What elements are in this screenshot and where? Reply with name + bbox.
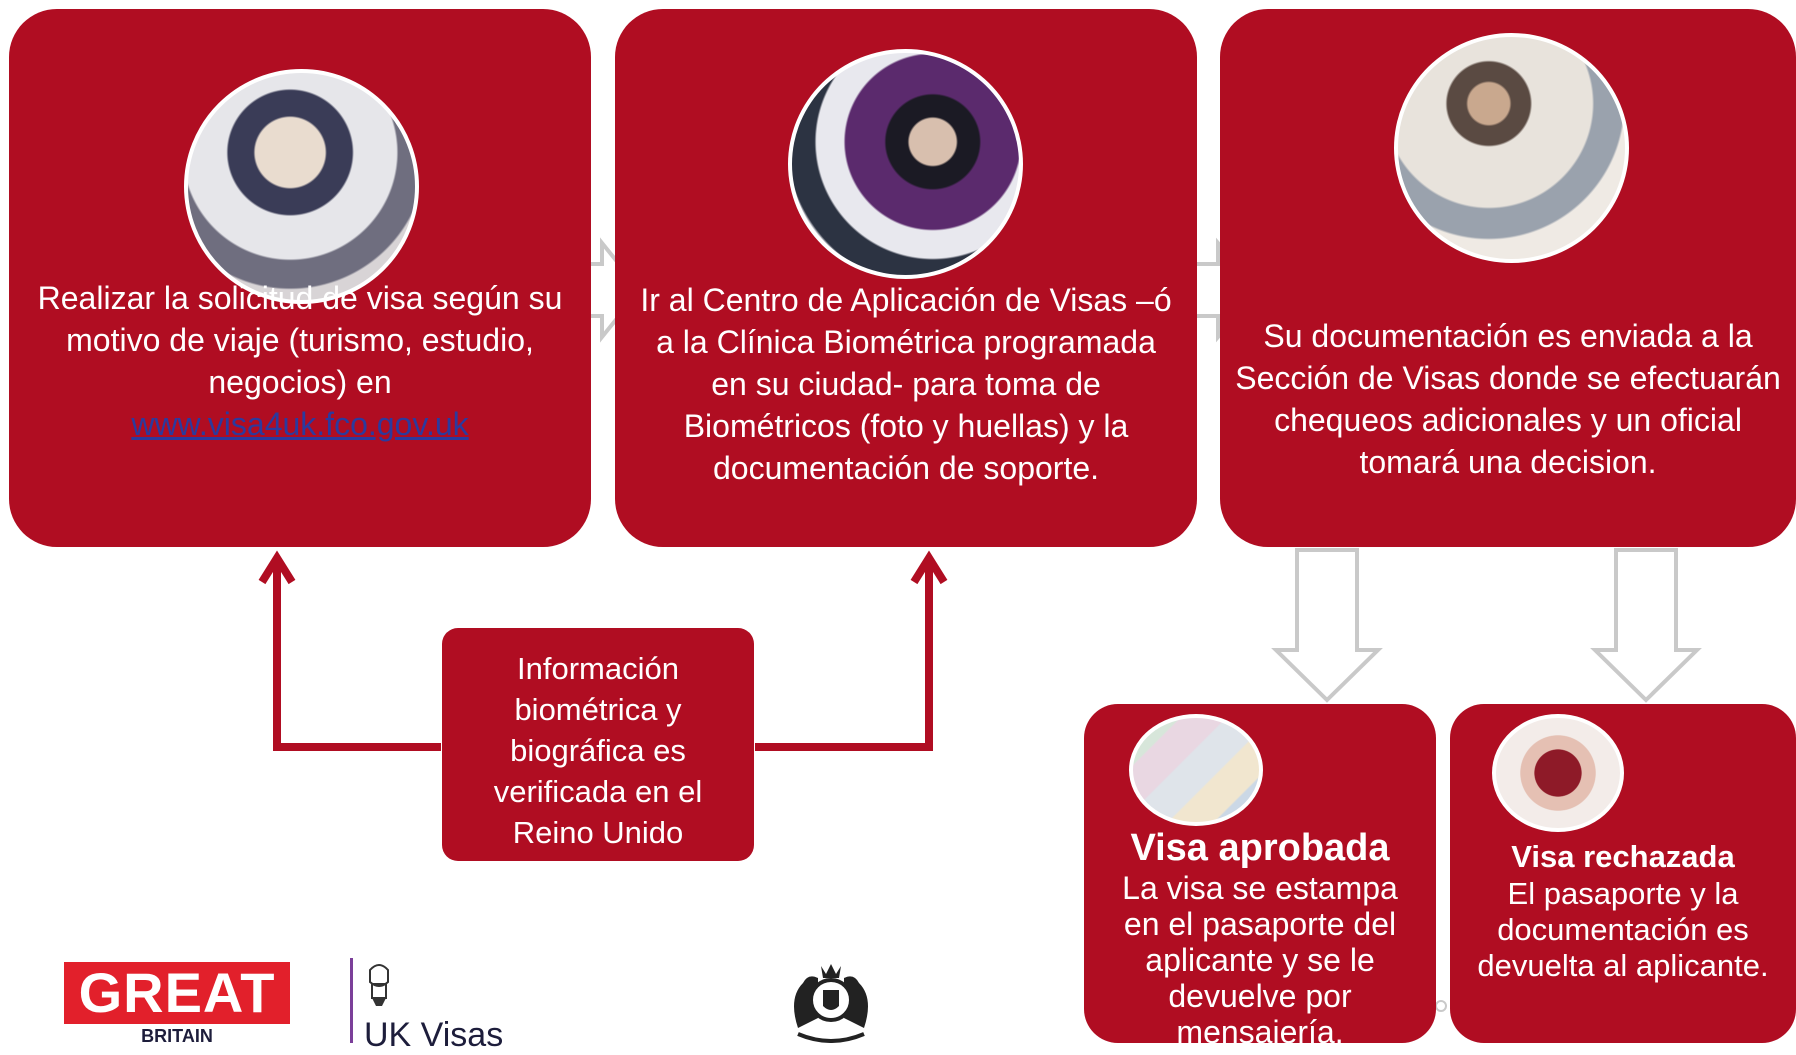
- ukvisas-crest-icon: [364, 960, 394, 1008]
- great-logo-sub: BRITAIN: [141, 1026, 213, 1046]
- connector-left-head: [258, 550, 296, 585]
- great-logo: GREAT: [64, 962, 290, 1024]
- verification-box: Información biométrica y biográfica es v…: [442, 628, 754, 861]
- step-2-box: Ir al Centro de Aplicación de Visas –ó a…: [615, 9, 1197, 547]
- approved-text: Visa aprobada La visa se estampa en el p…: [1084, 826, 1436, 1050]
- rejected-title: Visa rechazada: [1511, 839, 1735, 874]
- rejected-box: Visa rechazada El pasaporte y la documen…: [1450, 704, 1796, 1043]
- outcome-divider-dot: [1435, 1000, 1447, 1012]
- visa-sticker-photo: [1129, 714, 1263, 826]
- approved-box: Visa aprobada La visa se estampa en el p…: [1084, 704, 1436, 1050]
- step-1-text: Realizar la solicitud de visa según su m…: [9, 277, 591, 445]
- connector-right-head: [910, 550, 948, 585]
- connector-left: [273, 558, 441, 751]
- returned-passport-photo: [1492, 714, 1624, 832]
- verification-text: Información biométrica y biográfica es v…: [493, 651, 703, 850]
- ukvisas-logo-text: UK Visas: [364, 1016, 504, 1054]
- visa-application-desk-photo: [184, 69, 419, 304]
- step-1-box: Realizar la solicitud de visa según su m…: [9, 9, 591, 547]
- step-3-box: Su documentación es enviada a la Sección…: [1220, 9, 1796, 547]
- ukvisas-divider: [350, 958, 353, 1043]
- down-arrow-approved: [1271, 548, 1383, 703]
- royal-coat-of-arms-icon: [778, 958, 884, 1043]
- visa4uk-link[interactable]: www.visa4uk.fco.gov.uk: [131, 406, 469, 442]
- visa-officer-photo: [1394, 33, 1629, 263]
- step-3-text: Su documentación es enviada a la Sección…: [1235, 318, 1781, 480]
- approved-title: Visa aprobada: [1130, 827, 1390, 869]
- down-arrow-rejected: [1590, 548, 1702, 703]
- connector-right: [755, 558, 933, 751]
- biometric-capture-photo: [788, 49, 1023, 279]
- rejected-text: Visa rechazada El pasaporte y la documen…: [1450, 838, 1796, 984]
- step-2-text: Ir al Centro de Aplicación de Visas –ó a…: [640, 282, 1172, 486]
